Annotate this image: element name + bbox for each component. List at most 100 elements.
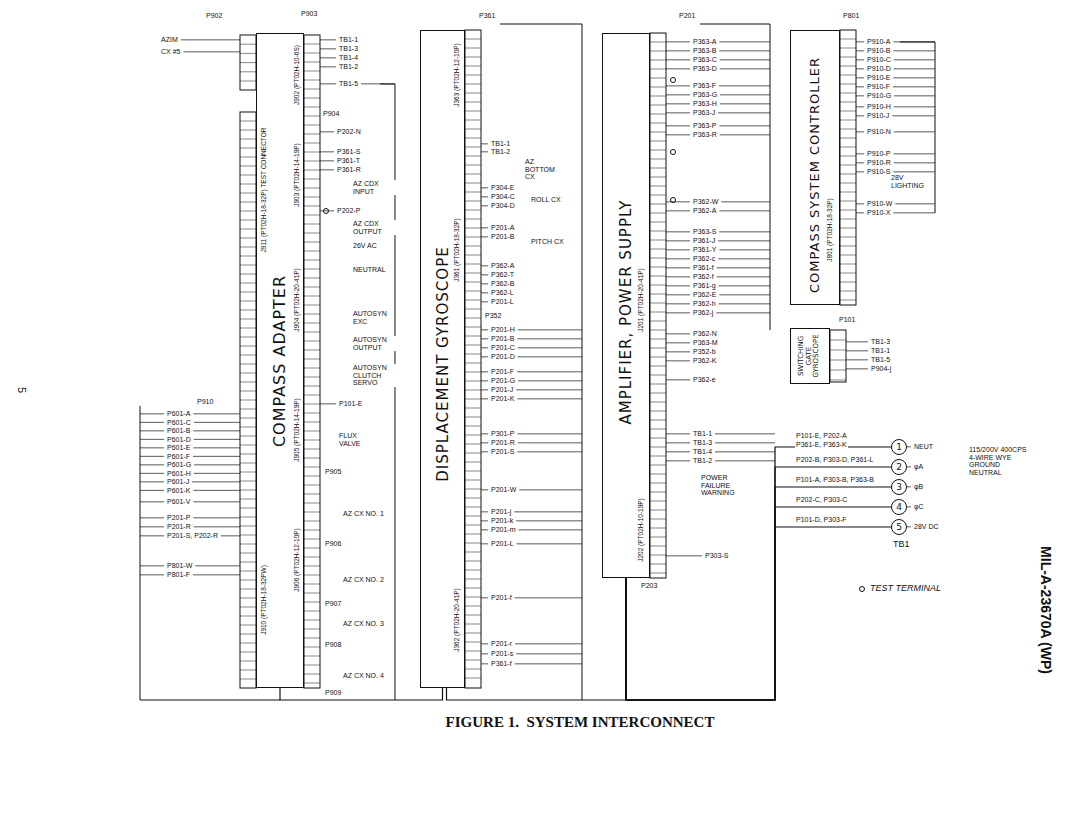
wire-lead bbox=[666, 59, 690, 60]
wire-label: P201-L bbox=[490, 540, 515, 548]
wire-lead bbox=[894, 95, 935, 96]
pin-divider bbox=[465, 426, 481, 427]
wire-label: P201-f bbox=[490, 594, 513, 602]
pin-divider bbox=[304, 143, 320, 144]
wire-label: P908 bbox=[324, 641, 342, 649]
pin-divider bbox=[650, 96, 666, 97]
pin-divider bbox=[240, 220, 256, 221]
wire-label: P362-c bbox=[692, 255, 716, 263]
wire-label: P363-G bbox=[692, 91, 718, 99]
wire-label: P101-E, P202-A bbox=[795, 432, 848, 440]
pin-divider bbox=[304, 440, 320, 441]
pin-divider bbox=[840, 129, 856, 130]
pin-divider bbox=[830, 360, 846, 361]
wire-lead bbox=[481, 389, 488, 390]
wire-label: AZ BOTTOM CX bbox=[524, 158, 566, 181]
wire-lead bbox=[666, 379, 690, 380]
pin-divider bbox=[465, 291, 481, 292]
cable-connector bbox=[626, 447, 891, 700]
pin-divider bbox=[304, 503, 320, 504]
wire-lead bbox=[856, 50, 864, 51]
wire-lead bbox=[481, 371, 488, 372]
pin-divider bbox=[840, 156, 856, 157]
pin-divider bbox=[304, 161, 320, 162]
pin-divider bbox=[840, 291, 856, 292]
wire-label: P352-b bbox=[692, 348, 717, 356]
pin-divider bbox=[465, 327, 481, 328]
connector-designation: J362 (PT02H-20-41P) bbox=[453, 587, 460, 653]
pin-divider bbox=[465, 633, 481, 634]
pin-divider bbox=[465, 273, 481, 274]
wire-lead bbox=[515, 597, 582, 598]
wire-lead bbox=[361, 83, 395, 84]
pin-divider bbox=[650, 114, 666, 115]
wire-lead bbox=[666, 258, 690, 259]
wire-lead bbox=[320, 210, 334, 211]
pin-divider bbox=[840, 219, 856, 220]
wire-lead bbox=[194, 526, 240, 527]
wire-lead bbox=[719, 294, 770, 295]
terminal-number: 3 bbox=[896, 483, 902, 492]
pin-divider bbox=[650, 150, 666, 151]
pin-divider bbox=[465, 624, 481, 625]
pin-divider bbox=[304, 305, 320, 306]
wire-lead bbox=[893, 153, 935, 154]
pin-divider bbox=[650, 240, 666, 241]
pin-divider bbox=[650, 447, 666, 448]
wire-lead bbox=[320, 403, 336, 404]
wire-lead bbox=[666, 94, 690, 95]
wire-label: P101-A, P303-B, P363-B bbox=[795, 476, 875, 484]
wire-label: AZIM bbox=[160, 36, 179, 44]
cable-connector bbox=[626, 467, 891, 700]
pin-divider bbox=[304, 278, 320, 279]
wire-lead bbox=[666, 249, 690, 250]
wire-lead bbox=[193, 447, 240, 448]
wire-label: P910-W bbox=[866, 200, 893, 208]
pin-divider bbox=[650, 222, 666, 223]
pin-divider bbox=[840, 84, 856, 85]
wire-lead bbox=[666, 442, 690, 443]
wire-label: P362-B bbox=[490, 280, 515, 288]
unit-box: COMPASS SYSTEM CONTROLLER bbox=[790, 30, 840, 305]
wire-label: P909 bbox=[324, 689, 342, 697]
pin-divider bbox=[304, 413, 320, 414]
pin-divider bbox=[650, 177, 666, 178]
pin-divider bbox=[304, 665, 320, 666]
pin-divider bbox=[465, 516, 481, 517]
wire-label: P362-L bbox=[490, 289, 515, 297]
wire-lead bbox=[481, 205, 488, 206]
wire-label: P910-S bbox=[866, 168, 891, 176]
pin-divider bbox=[304, 521, 320, 522]
wire-label: P904-j bbox=[870, 365, 892, 373]
wire-lead bbox=[719, 303, 770, 304]
pin-divider bbox=[304, 611, 320, 612]
pin-divider bbox=[650, 276, 666, 277]
wire-lead bbox=[481, 529, 488, 530]
pin-divider bbox=[304, 233, 320, 234]
connector-strip bbox=[304, 35, 320, 688]
pin-divider bbox=[240, 670, 256, 671]
pin-divider bbox=[304, 125, 320, 126]
pin-divider bbox=[465, 480, 481, 481]
pin-divider bbox=[840, 174, 856, 175]
wire-label: P910-J bbox=[866, 112, 890, 120]
wire-label: P201-r bbox=[490, 640, 513, 648]
wire-lead bbox=[516, 653, 582, 654]
wire-label: TB1-1 bbox=[338, 36, 359, 44]
test-terminal bbox=[671, 78, 676, 83]
wire-lead bbox=[193, 490, 240, 491]
wire-label: P101-D, P303-F bbox=[795, 516, 848, 524]
pin-divider bbox=[840, 57, 856, 58]
pin-divider bbox=[240, 274, 256, 275]
pin-divider bbox=[465, 39, 481, 40]
wire-lead bbox=[719, 285, 770, 286]
wire-lead bbox=[894, 68, 935, 69]
wire-lead bbox=[721, 201, 770, 202]
pin-divider bbox=[650, 537, 666, 538]
wire-lead bbox=[481, 227, 488, 228]
pin-divider bbox=[304, 647, 320, 648]
connector-designation: J904 (PT02H-20-41P) bbox=[293, 267, 300, 333]
wire-lead bbox=[894, 106, 935, 107]
wire-label: AZ CX NO. 4 bbox=[342, 672, 388, 680]
legend-symbol bbox=[860, 587, 865, 592]
